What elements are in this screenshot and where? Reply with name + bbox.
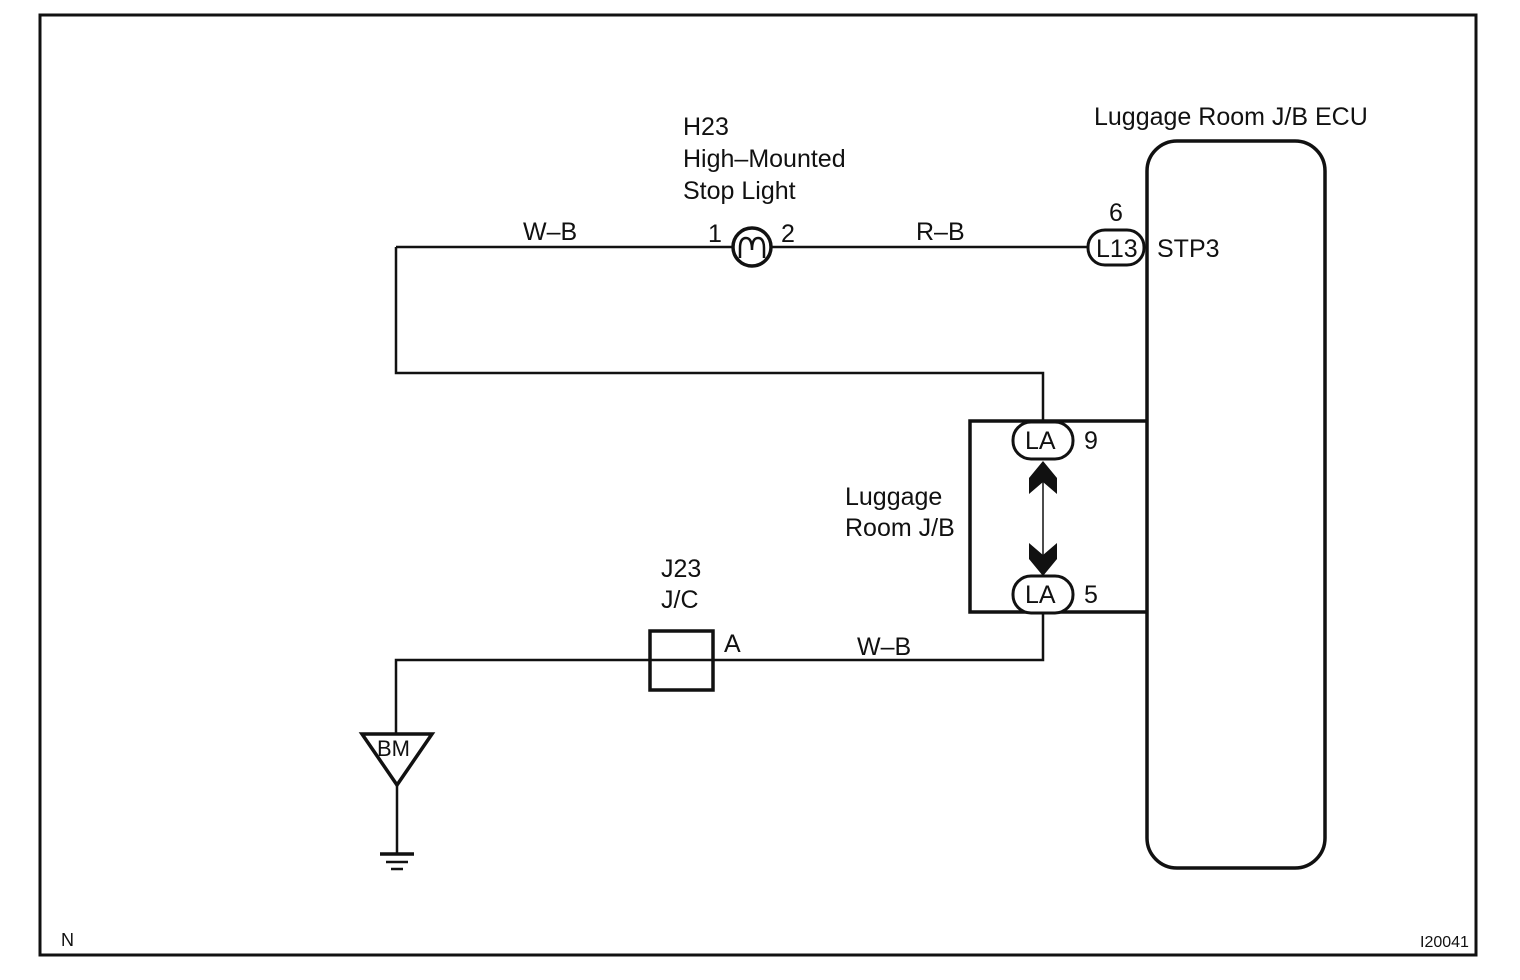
jc-code: J23: [661, 555, 701, 583]
ground-point-label: BM: [377, 736, 410, 761]
stop-light-name-2: Stop Light: [683, 177, 796, 205]
ecu-label: Luggage Room J/B ECU: [1094, 103, 1368, 131]
jc-pin: A: [724, 630, 741, 658]
diagram-frame: [38, 13, 1478, 957]
wire-label-w-b-top: W–B: [523, 218, 577, 246]
ground-point-triangle: [358, 732, 436, 789]
connector-la-9-pin: 9: [1084, 427, 1098, 455]
ground-icon: [380, 852, 414, 871]
connector-la-5-pin: 5: [1084, 581, 1098, 609]
connector-la-9-label: LA: [1025, 427, 1056, 455]
connector-la-9: [1011, 420, 1075, 461]
connector-l13-pin: 6: [1109, 199, 1123, 227]
junction-block-name-1: Luggage: [845, 483, 942, 511]
junction-block-name-2: Room J/B: [845, 514, 955, 542]
jc-name: J/C: [661, 586, 699, 614]
ecu-box: [1145, 139, 1327, 870]
bulb-pin-1: 1: [708, 220, 722, 248]
arrow-up-icon: [1029, 461, 1057, 494]
connector-la-5-label: LA: [1025, 581, 1056, 609]
wire-w-b-loop: [394, 247, 1045, 423]
stop-light-code: H23: [683, 113, 729, 141]
connector-l13-label: L13: [1096, 235, 1138, 263]
figure-id: I20041: [1420, 934, 1469, 951]
frame-corner-label: N: [61, 930, 74, 950]
wire-label-w-b-bottom: W–B: [857, 633, 911, 661]
stop-light-name-1: High–Mounted: [683, 145, 846, 173]
connector-l13: [1086, 228, 1146, 267]
wire-label-r-b: R–B: [916, 218, 965, 246]
bulb-pin-2: 2: [781, 220, 795, 248]
bulb-icon: [731, 226, 773, 268]
arrow-down-icon: [1029, 543, 1057, 576]
wire-w-b-bottom: [394, 613, 1045, 735]
ecu-terminal-stp3: STP3: [1157, 235, 1220, 263]
